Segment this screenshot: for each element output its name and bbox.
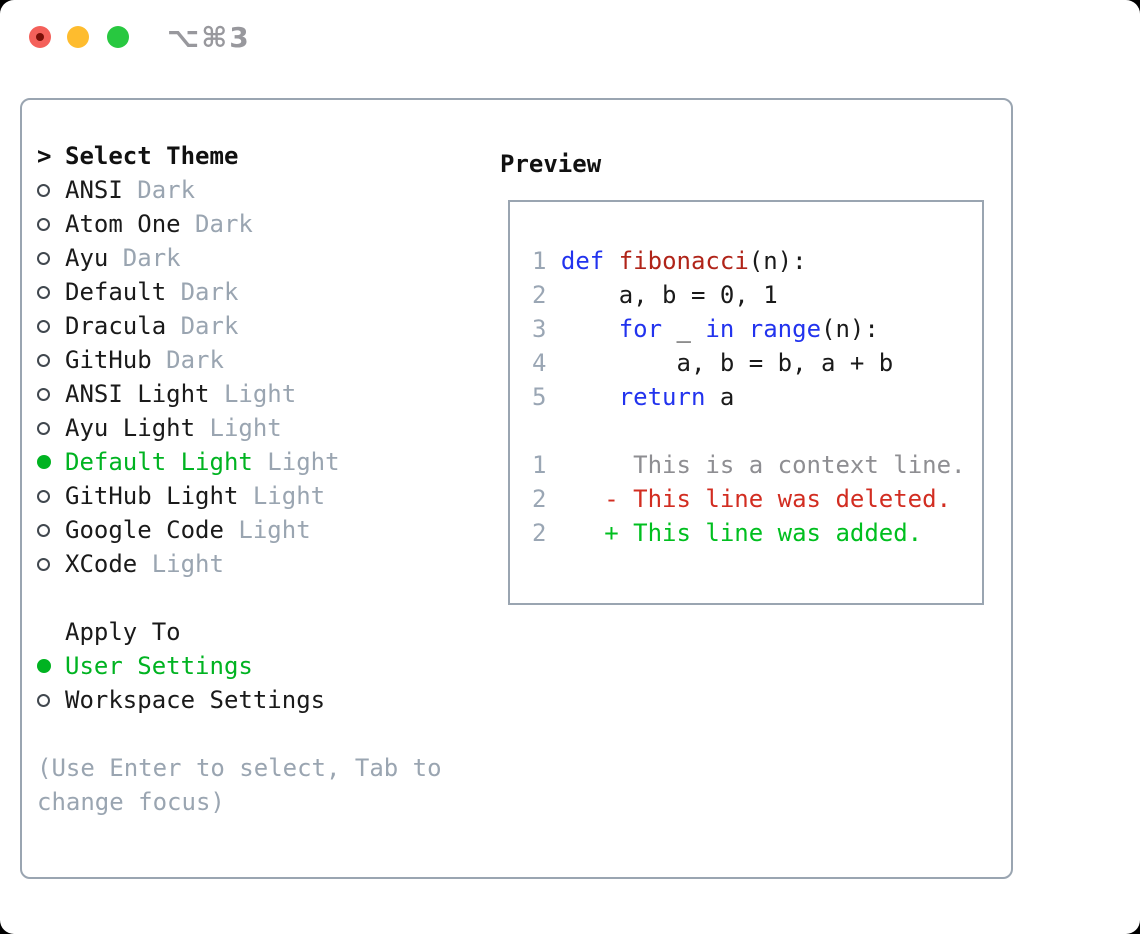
theme-option-google-code[interactable]: Google Code Light (37, 513, 442, 547)
theme-option-xcode[interactable]: XCode Light (37, 547, 442, 581)
radio-icon (37, 217, 65, 231)
theme-option-atom-one[interactable]: Atom One Dark (37, 207, 442, 241)
spacer (37, 717, 442, 751)
hint-text: (Use Enter to select, Tab to (37, 754, 442, 782)
code-line: 1 This is a context line. (532, 451, 966, 479)
radio-icon (37, 387, 65, 401)
prompt-caret: > (37, 142, 52, 170)
code-line: 5 return a (532, 383, 735, 411)
theme-label: GitHub Light (65, 482, 239, 510)
preview-pane: 1 def fibonacci(n): 2 a, b = 0, 1 3 for _ … (508, 200, 984, 605)
theme-option-github-light[interactable]: GitHub Light Light (37, 479, 442, 513)
theme-label: XCode (65, 550, 138, 578)
radio-icon (37, 421, 65, 435)
theme-option-ayu[interactable]: Ayu Dark (37, 241, 442, 275)
selected-radio-icon (37, 659, 65, 673)
selected-radio-icon (37, 455, 65, 469)
theme-variant: Light (195, 414, 282, 442)
theme-variant: Light (252, 448, 340, 476)
theme-picker-header: > Select Theme (37, 139, 442, 173)
hint-text: change focus) (37, 788, 225, 816)
blank-line (532, 414, 966, 448)
radio-icon (37, 523, 65, 537)
code-line: 3 for _ in range(n): (532, 315, 879, 343)
apply-option-workspace-settings[interactable]: Workspace Settings (37, 683, 442, 717)
apply-option-label: Workspace Settings (65, 686, 326, 714)
spacer (37, 581, 442, 615)
theme-variant: Dark (166, 278, 239, 306)
radio-icon (37, 183, 65, 197)
theme-option-github[interactable]: GitHub Dark (37, 343, 442, 377)
theme-option-dracula[interactable]: Dracula Dark (37, 309, 442, 343)
theme-variant: Dark (108, 244, 181, 272)
theme-label: Ayu Light (65, 414, 196, 442)
code-line: 4 a, b = b, a + b (532, 349, 894, 377)
radio-icon (37, 353, 65, 367)
theme-variant: Dark (122, 176, 196, 204)
close-button[interactable] (29, 26, 51, 48)
theme-variant: Light (238, 482, 326, 510)
theme-variant: Light (223, 516, 311, 544)
radio-icon (37, 285, 65, 299)
radio-icon (37, 251, 65, 265)
theme-label: GitHub (65, 346, 152, 374)
theme-picker-title: Select Theme (65, 142, 239, 170)
theme-label: ANSI (65, 176, 123, 204)
apply-option-label: User Settings (65, 652, 253, 680)
theme-option-default-light[interactable]: Default Light Light (37, 445, 442, 479)
theme-option-ayu-light[interactable]: Ayu Light Light (37, 411, 442, 445)
theme-label: Atom One (65, 210, 181, 238)
preview-code-block: 1 def fibonacci(n): 2 a, b = 0, 1 3 for _ … (532, 244, 966, 550)
radio-icon (37, 557, 65, 571)
theme-option-default[interactable]: Default Dark (37, 275, 442, 309)
code-line: 2 + This line was added. (532, 519, 923, 547)
apply-option-user-settings[interactable]: User Settings (37, 649, 442, 683)
radio-icon (37, 319, 65, 333)
radio-icon (37, 489, 65, 503)
titlebar: ⌥⌘3 (0, 0, 1140, 74)
theme-option-ansi-light[interactable]: ANSI Light Light (37, 377, 442, 411)
zoom-button[interactable] (107, 26, 129, 48)
theme-label: Dracula (65, 312, 167, 340)
theme-variant: Dark (166, 312, 239, 340)
theme-label: Default (65, 278, 167, 306)
window-title: ⌥⌘3 (167, 21, 251, 54)
minimize-button[interactable] (67, 26, 89, 48)
apply-to-header: Apply To (37, 615, 442, 649)
theme-variant: Dark (151, 346, 224, 374)
theme-variant: Light (137, 550, 224, 578)
radio-icon (37, 693, 65, 707)
code-line: 2 a, b = 0, 1 (532, 281, 778, 309)
theme-variant: Dark (180, 210, 253, 238)
preview-heading: Preview (500, 150, 602, 178)
theme-variant: Light (209, 380, 297, 408)
code-line: 2 - This line was deleted. (532, 485, 952, 513)
theme-label: Google Code (65, 516, 224, 544)
theme-label: ANSI Light (65, 380, 210, 408)
code-line: 1 def fibonacci(n): (532, 247, 807, 275)
theme-label: Ayu (65, 244, 109, 272)
apply-to-title: Apply To (65, 618, 181, 646)
theme-option-ansi[interactable]: ANSI Dark (37, 173, 442, 207)
theme-label: Default Light (65, 448, 253, 476)
close-dot-icon (36, 33, 44, 41)
